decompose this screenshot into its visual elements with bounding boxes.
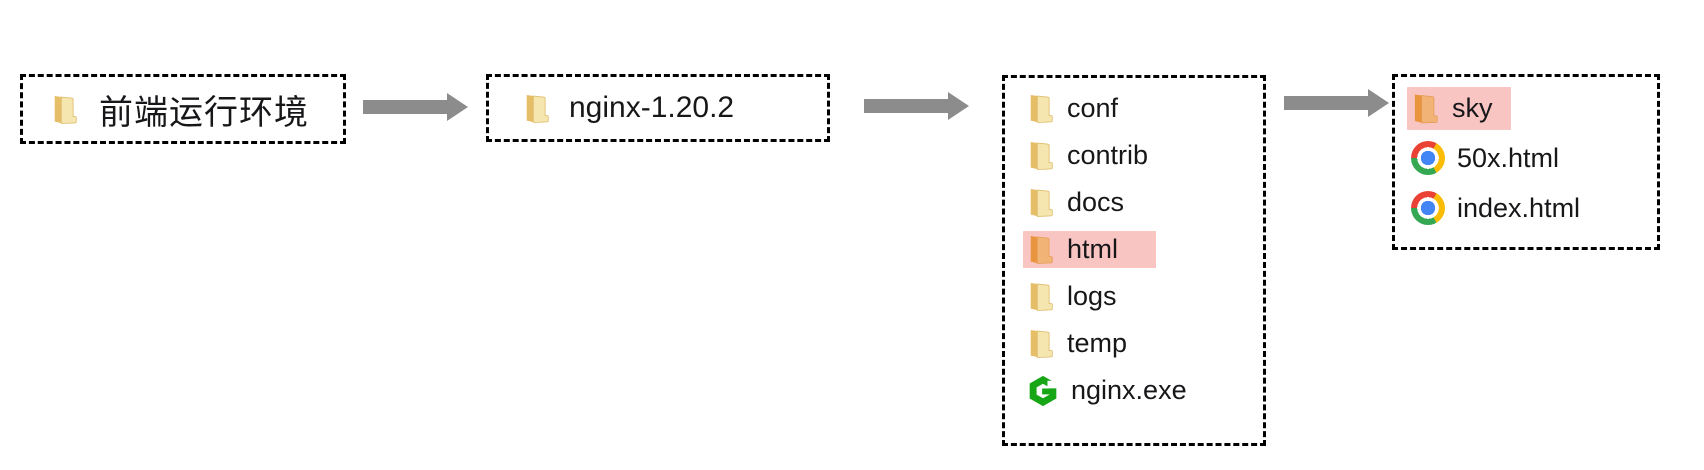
folder-icon [1030,282,1053,311]
folder-icon [1030,141,1053,170]
highlight-chip: html [1023,231,1157,268]
flow-arrow-right-icon [1284,89,1389,117]
folder-icon [1414,93,1438,123]
folder-icon [1030,235,1053,264]
flow-arrow-right-icon [363,93,468,121]
frontend-env-label: 前端运行环境 [99,93,309,132]
row-docs: docs [1023,179,1263,226]
file-label: temp [1067,328,1128,358]
row-conf: conf [1023,85,1263,132]
nginx-contents-box: conf contrib docs html logs [1002,75,1266,446]
row-sky-highlighted: sky [1407,83,1657,133]
folder-icon [54,95,77,124]
file-label: contrib [1067,140,1149,170]
file-label: logs [1067,281,1117,311]
folder-icon [1030,329,1053,358]
row-temp: temp [1023,320,1263,367]
row-html-highlighted: html [1023,226,1263,273]
nginx-icon [1029,375,1059,406]
flow-arrow-right-icon [864,92,969,120]
folder-icon [1030,94,1053,123]
row-index-html: index.html [1407,183,1657,233]
folder-icon [1030,188,1053,217]
file-label: sky [1452,92,1493,123]
file-label: index.html [1457,192,1581,223]
frontend-env-folder-box: 前端运行环境 [20,74,346,144]
file-label: conf [1067,93,1119,123]
html-contents-box: sky 50x.html index.html [1392,74,1660,250]
file-label: html [1067,234,1119,264]
chrome-icon [1411,191,1445,225]
file-label: 50x.html [1457,142,1560,173]
row-50x-html: 50x.html [1407,133,1657,183]
folder-icon [526,94,549,123]
chrome-icon [1411,141,1445,175]
row-contrib: contrib [1023,132,1263,179]
nginx-folder-box: nginx-1.20.2 [486,74,830,142]
row-nginx-exe: nginx.exe [1023,367,1263,414]
nginx-folder-label: nginx-1.20.2 [569,91,735,124]
file-label: nginx.exe [1071,375,1187,405]
highlight-chip: sky [1407,86,1511,130]
row-logs: logs [1023,273,1263,320]
file-label: docs [1067,187,1125,217]
